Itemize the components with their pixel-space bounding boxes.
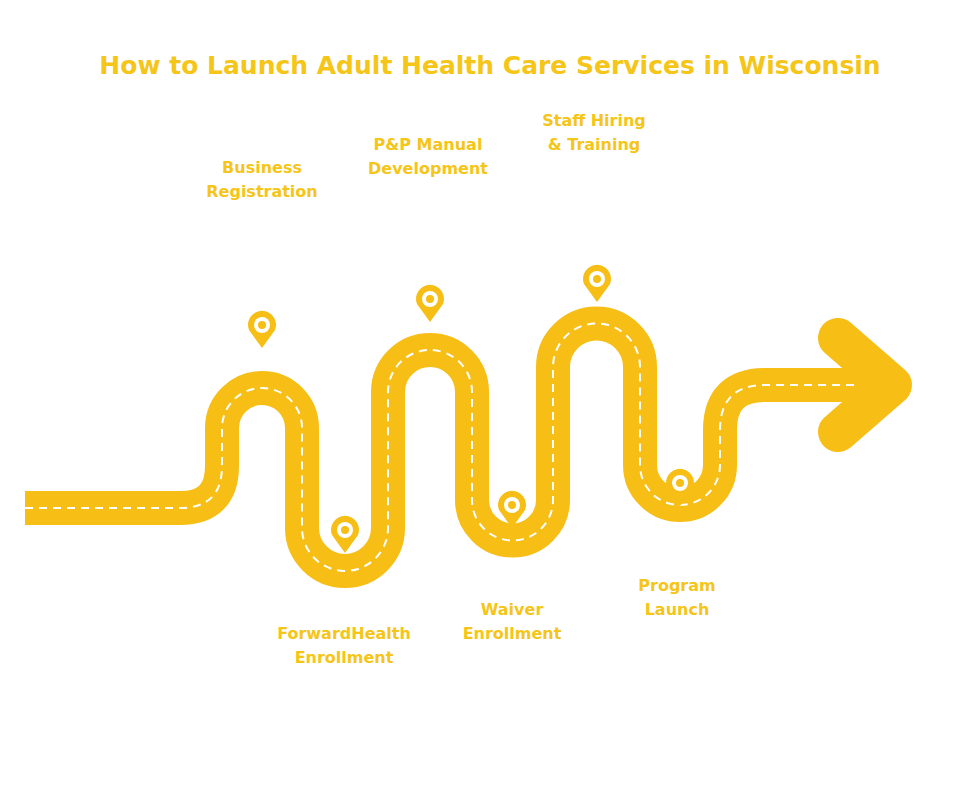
step-label: Program Launch	[612, 574, 742, 622]
step-label: Staff Hiring & Training	[534, 109, 654, 157]
pin-dot	[341, 526, 349, 534]
pin-ring	[504, 497, 520, 513]
pin-ring	[672, 475, 688, 491]
map-pin	[248, 311, 276, 348]
pin-shape	[666, 469, 694, 506]
pin-ring	[254, 317, 270, 333]
step-label: Waiver Enrollment	[447, 598, 577, 646]
map-pin	[583, 265, 611, 302]
pin-shape	[248, 311, 276, 348]
pin-dot	[426, 295, 434, 303]
map-pin	[666, 469, 694, 506]
step-label: ForwardHealth Enrollment	[264, 622, 424, 670]
pin-shape	[416, 285, 444, 322]
step-label: P&P Manual Development	[353, 133, 503, 181]
pin-ring	[337, 522, 353, 538]
map-pin	[416, 285, 444, 322]
pin-dot	[258, 321, 266, 329]
pin-ring	[589, 271, 605, 287]
road-path	[25, 324, 872, 571]
map-pin	[331, 516, 359, 553]
pin-dot	[508, 501, 516, 509]
map-pin	[498, 491, 526, 528]
pin-dot	[676, 479, 684, 487]
diagram-title: How to Launch Adult Health Care Services…	[0, 50, 980, 82]
step-label: Business Registration	[187, 156, 337, 204]
road-centerline	[25, 324, 855, 571]
pin-shape	[583, 265, 611, 302]
pin-dot	[593, 275, 601, 283]
pin-ring	[422, 291, 438, 307]
pin-shape	[331, 516, 359, 553]
pin-shape	[498, 491, 526, 528]
